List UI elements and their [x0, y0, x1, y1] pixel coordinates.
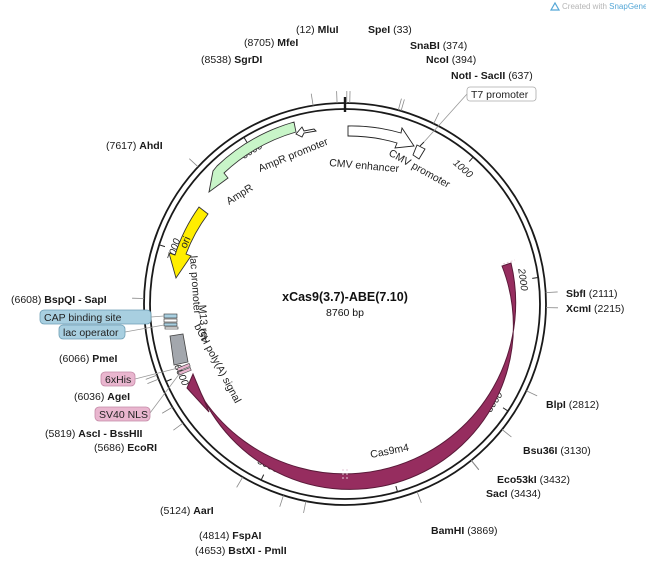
- tick-label: 2000: [515, 267, 529, 292]
- site-pmei: (6066) PmeI: [59, 353, 117, 365]
- site-sgrdi: (8538) SgrDI: [201, 54, 262, 66]
- site-bamhi: BamHI (3869): [431, 525, 498, 537]
- site-xcmi: XcmI (2215): [566, 303, 624, 315]
- site-leader-line: [433, 112, 440, 124]
- site-leader-line: [400, 99, 405, 112]
- feature-cap-binding-site-block: [163, 313, 178, 319]
- box-label-6xhis: 6xHis: [105, 374, 131, 386]
- snapgene-credit: Created with SnapGene®: [549, 1, 646, 11]
- feature-ampr-promoter: [295, 126, 317, 138]
- site-aari: (5124) AarI: [160, 505, 214, 517]
- site-ecori: (5686) EcoRI: [94, 442, 157, 454]
- site-bsu36i: Bsu36I (3130): [523, 445, 591, 457]
- credit-prefix: Created with: [562, 2, 609, 11]
- feature-bgh-polya: [169, 333, 189, 366]
- site-leader-line: [147, 378, 159, 384]
- label-ampr: AmpR: [224, 182, 255, 208]
- site-ahdi: (7617) AhdI: [106, 140, 163, 152]
- tick-mark: [468, 156, 474, 162]
- site-leader-line: [501, 429, 512, 438]
- feature-cmv-enhancer: [347, 125, 415, 149]
- site-sbfi: SbfI (2111): [566, 288, 618, 300]
- credit-brand: SnapGene: [609, 2, 646, 11]
- site-bstxi-pmli: (4653) BstXI - PmlI: [195, 545, 287, 557]
- snapgene-logo-icon: [549, 1, 561, 11]
- feature-6xhis-block: [176, 363, 191, 372]
- feature-cas9m4: [186, 262, 517, 490]
- box-cap-binding-site: [39, 309, 152, 325]
- feature-sv40-nls-block: [177, 367, 192, 376]
- site-eco53ki: Eco53kI (3432): [497, 474, 570, 486]
- box-label-sv40-nls: SV40 NLS: [99, 409, 148, 421]
- plasmid-size: 8760 bp: [326, 307, 364, 319]
- tick-mark: [243, 137, 248, 143]
- site-mlui: (12) MluI: [296, 24, 339, 36]
- feature-ori: [168, 206, 209, 280]
- site-leader-line: [526, 390, 538, 397]
- tick-mark: [532, 277, 539, 279]
- label-lac-promoter: lac promoter: [187, 255, 203, 315]
- features: [163, 121, 517, 490]
- t7-promoter-mark: [419, 141, 425, 147]
- tick-mark: [502, 407, 509, 412]
- site-bspqi-sapi: (6608) BspQI - SapI: [11, 294, 107, 306]
- site-leader-line: [145, 374, 158, 380]
- site-leader-line: [161, 406, 173, 414]
- feature-lac-operator-block: [163, 322, 178, 327]
- site-agei: (6036) AgeI: [74, 391, 130, 403]
- box-label-t7-promoter: T7 promoter: [471, 89, 529, 101]
- box-label-cap-binding-site: CAP binding site: [44, 312, 122, 324]
- tick-mark: [159, 244, 166, 248]
- site-leader-line: [545, 291, 558, 294]
- site-asci-bsshii: (5819) AscI - BssHII: [45, 428, 143, 440]
- label-m13-rev: M13 rev: [196, 304, 211, 343]
- site-leader-line: [173, 422, 184, 431]
- site-noti-sacii: NotI - SacII (637): [451, 70, 533, 82]
- restriction-sites: (12) MluI SpeI (33) (8705) MfeI SnaBI (3…: [11, 24, 624, 557]
- site-saci: SacI (3434): [486, 488, 541, 500]
- site-leader-lines: [132, 91, 558, 514]
- plasmid-name: xCas9(3.7)-ABE(7.10): [282, 290, 408, 304]
- box-t7-promoter: [466, 86, 537, 102]
- label-ori: ori: [178, 235, 194, 251]
- site-fspai: (4814) FspAI: [199, 530, 262, 542]
- site-leader-line: [189, 158, 199, 168]
- site-leader-line: [470, 460, 480, 471]
- label-cmv-enhancer: CMV enhancer: [329, 157, 400, 175]
- feature-m13-rev-block: [164, 326, 179, 330]
- leader-lac-operator: [124, 324, 165, 333]
- site-leader-line: [236, 476, 244, 488]
- box-sv40-nls: [94, 406, 151, 422]
- tick-mark: [395, 485, 398, 492]
- leader-t7-promoter: [423, 93, 468, 143]
- leader-6xhis: [134, 367, 179, 380]
- feature-ampr: [208, 121, 297, 194]
- label-cas9m4: Cas9m4: [369, 442, 410, 461]
- site-mfei: (8705) MfeI: [244, 37, 298, 49]
- site-leader-line: [416, 491, 422, 503]
- site-leader-line: [397, 98, 402, 111]
- box-6xhis: [100, 371, 136, 387]
- box-label-lac-operator: lac operator: [63, 327, 119, 339]
- boxed-feature-labels: T7 promoter CAP binding site lac operato…: [39, 86, 537, 422]
- feature-lac-promoter-block: [163, 318, 178, 323]
- tick-label: 1000: [451, 158, 475, 181]
- site-snabi: SnaBI (374): [410, 40, 467, 52]
- site-ncoi: NcoI (394): [426, 54, 476, 66]
- feature-cmv-promoter: [412, 144, 426, 160]
- site-leader-line: [310, 93, 314, 106]
- site-spei: SpeI (33): [368, 24, 412, 36]
- tick-mark: [165, 378, 172, 382]
- site-leader-line: [303, 501, 307, 514]
- leader-sv40-nls: [149, 372, 181, 414]
- leader-cap-binding-site: [150, 315, 165, 318]
- tick-mark: [260, 474, 265, 481]
- site-leader-line: [279, 495, 284, 507]
- site-blpi: BlpI (2812): [546, 399, 599, 411]
- svg-text:Created with SnapGene®: Created with SnapGene®: [562, 2, 646, 11]
- box-lac-operator: [58, 324, 126, 340]
